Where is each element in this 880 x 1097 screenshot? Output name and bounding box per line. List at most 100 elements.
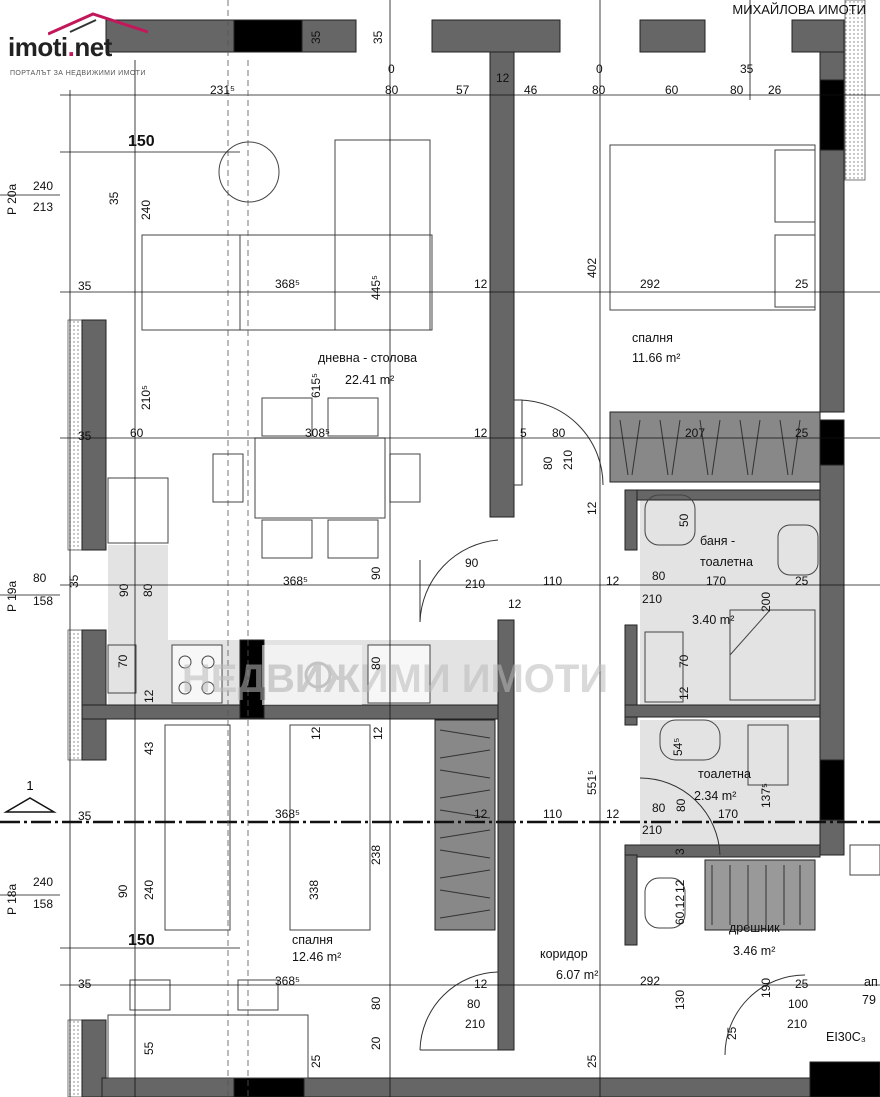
brand-tagline: ПОРТАЛЪТ ЗА НЕДВИЖИМИ ИМОТИ [10,70,146,77]
dimension-d170a: 170 [706,574,726,588]
walls [81,19,880,1097]
dimension-d12e: 12 [606,574,620,588]
dimension-d25e: 25 [309,1054,323,1068]
window-2-bottom: 158 [33,594,53,608]
dimension-d170b: 170 [718,807,738,821]
dimension-d210e: 210 [561,450,575,470]
dimension-d150a: 150 [128,133,155,150]
dimension-d12h: 12 [677,686,691,700]
dimension-d12n: 12 [474,977,488,991]
dimension-d25c: 25 [795,574,809,588]
dimension-d25b: 25 [795,426,809,440]
room-corridor-name: коридор [540,947,588,961]
dimension-d210: 210⁵ [139,385,153,410]
dimension-d12b: 12 [474,277,488,291]
room-corridor-area: 6.07 m² [556,968,598,982]
dimension-d12g: 12 [142,689,156,703]
dimension-d3: 3 [673,848,687,855]
exterior-masonry [67,0,866,1097]
dimension-d25d: 25 [795,977,809,991]
dimension-d35top2: 35 [740,62,754,76]
room-living-area: 22.41 m² [345,373,394,387]
dimension-d35_7: 35 [309,30,323,44]
window-ref-3: P 18a [5,884,19,915]
wardrobe-bedroom2 [434,719,496,931]
window-3-top: 240 [33,875,53,889]
dimension-d12m: 12 [673,879,687,893]
fire-door-label: EI30C₃ [826,1030,866,1044]
dimension-d551: 551⁵ [585,770,599,795]
room-edge-area: 79 [862,993,876,1007]
room-closet-area: 3.46 m² [733,944,775,958]
dimension-d25a: 25 [795,277,809,291]
window-1-bottom: 213 [33,200,53,214]
dimension-d70a: 70 [116,654,130,668]
roof-icon [48,12,149,36]
dimension-d12a: 12 [496,71,510,85]
dimension-d90a: 90 [117,583,131,597]
room-bath-name2: тоалетна [700,555,753,569]
dimension-d12c: 12 [474,426,488,440]
dimension-d90d: 90 [116,884,130,898]
dimension-d35_6: 35 [107,191,121,205]
dimension-d25f: 25 [585,1054,599,1068]
dimension-d292b: 292 [640,974,660,988]
window-refs: P 20a 240 213 P 19a 80 158 P 18a 240 158 [5,179,53,915]
dimension-d615: 615⁵ [309,373,323,398]
dimension-d20: 20 [369,1036,383,1050]
room-edge-name: ап [864,975,878,989]
dimension-d150b: 150 [128,932,155,949]
room-closet-name: дрешник [729,921,780,935]
closet-shelves [704,859,816,931]
dimension-d240b: 240 [142,880,156,900]
room-bath-name1: баня - [700,534,735,548]
window-1-top: 240 [33,179,53,193]
room-wc-name: тоалетна [698,767,751,781]
dimension-d12k: 12 [474,807,488,821]
room-wc-area: 2.34 m² [694,789,736,803]
brand-dot: . [67,32,75,62]
dimension-d210c: 210 [642,592,662,606]
dimension-d100: 100 [788,997,808,1011]
dimension-d35_5: 35 [78,977,92,991]
dimension-d35_2: 35 [78,429,92,443]
room-bedroom2-name: спалня [292,933,333,947]
dimension-d200: 200 [759,592,773,612]
brand-logo: imoti.net ПОРТАЛЪТ ЗА НЕДВИЖИМИ ИМОТИ [8,10,178,80]
dimension-d338: 338 [307,880,321,900]
dimension-d35top: 35 [371,30,385,44]
furniture [107,139,880,1079]
dimension-d70b: 70 [677,654,691,668]
dimension-d210f: 210 [465,1017,485,1031]
window-3-bottom: 158 [33,897,53,911]
dimension-d43: 43 [142,741,156,755]
dimension-d445: 445⁵ [369,275,383,300]
dimension-d12f: 12 [508,597,522,611]
dimension-d402: 402 [585,258,599,278]
dimension-d90c: 90 [465,556,479,570]
dimension-d5: 5 [520,426,527,440]
dimension-d60b: 60 [130,426,144,440]
dimension-d80l: 80 [369,996,383,1010]
dimension-d292a: 292 [640,277,660,291]
dimension-d35_3: 35 [67,574,81,588]
dimension-d46: 46 [524,83,538,97]
door-swings [419,399,806,1056]
dimension-d110b: 110 [543,807,562,821]
dimension-d368a: 368⁵ [275,277,300,291]
dimension-d80h: 80 [369,656,383,670]
window-2-top: 80 [33,571,47,585]
dimension-d368d: 368⁵ [275,974,300,988]
dimension-d240a: 240 [139,200,153,220]
dimension-d80i: 80 [652,801,666,815]
room-bedroom2-area: 12.46 m² [292,950,341,964]
section-arrow: 1 [3,778,57,813]
window-ref-1: P 20a [5,184,19,215]
room-bedroom1-area: 11.66 m² [632,351,680,365]
dimension-d130: 130 [673,990,687,1010]
room-bedroom1-name: спалня [632,331,673,345]
dimension-d231: 231⁵ [210,83,235,97]
dimension-d210d: 210 [642,823,662,837]
